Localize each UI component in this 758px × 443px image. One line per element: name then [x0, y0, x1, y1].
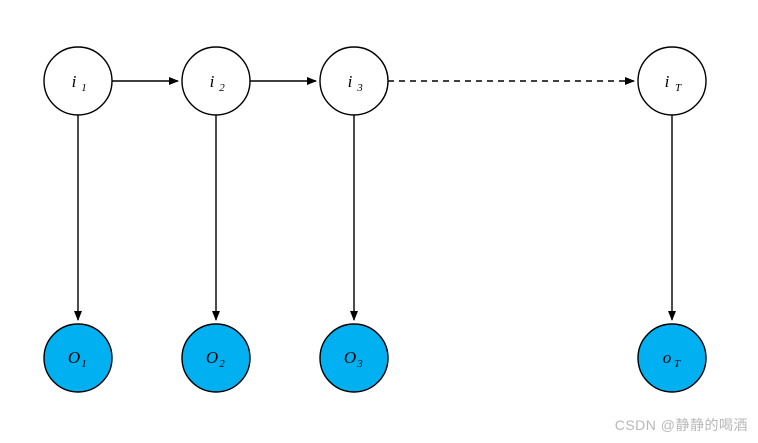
- node-o3[interactable]: O 3: [319, 323, 389, 393]
- node-o2-label: O: [206, 348, 218, 367]
- hidden-state-nodes: i 1 i 2 i 3 i T: [43, 46, 707, 116]
- node-i1[interactable]: i 1: [43, 46, 113, 116]
- node-i1-label: i: [72, 72, 77, 91]
- node-i2-subscript: 2: [219, 82, 225, 94]
- node-o2[interactable]: O 2: [181, 323, 251, 393]
- node-o1[interactable]: O 1: [43, 323, 113, 393]
- node-iT[interactable]: i T: [637, 46, 707, 116]
- node-iT-subscript: T: [675, 82, 682, 94]
- node-iT-label: i: [665, 72, 670, 91]
- node-i1-subscript: 1: [81, 82, 87, 94]
- node-i3-subscript: 3: [356, 82, 363, 94]
- emission-arrows: [74, 115, 676, 321]
- node-o3-label: O: [344, 348, 356, 367]
- node-oT[interactable]: o T: [637, 323, 707, 393]
- observed-nodes: O 1 O 2 O 3 o T: [43, 323, 707, 393]
- node-oT-label: o: [663, 348, 672, 367]
- node-i2[interactable]: i 2: [181, 46, 251, 116]
- watermark-text: CSDN @静静的喝酒: [614, 417, 748, 433]
- node-o3-subscript: 3: [356, 358, 363, 370]
- node-i3[interactable]: i 3: [319, 46, 389, 116]
- node-i3-label: i: [348, 72, 353, 91]
- node-o2-subscript: 2: [219, 358, 225, 370]
- node-oT-subscript: T: [674, 358, 681, 370]
- node-o1-subscript: 1: [81, 358, 87, 370]
- node-i2-label: i: [210, 72, 215, 91]
- node-o1-label: O: [68, 348, 80, 367]
